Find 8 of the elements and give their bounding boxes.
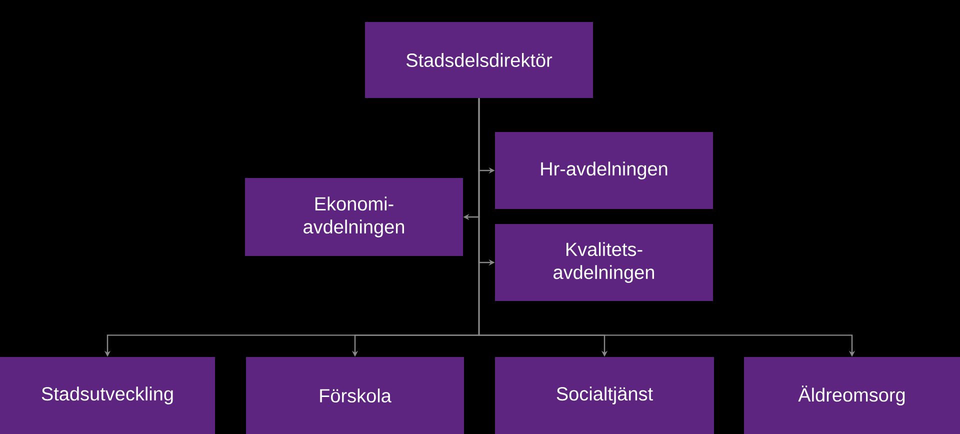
org-box: Kvalitets- avdelningen bbox=[495, 224, 713, 301]
org-box: Stadsdelsdirektör bbox=[365, 22, 593, 98]
org-box: Hr-avdelningen bbox=[495, 132, 713, 209]
org-box: Äldreomsorg bbox=[744, 357, 960, 434]
org-box: Stadsutveckling bbox=[0, 357, 215, 434]
org-box: Förskola bbox=[246, 357, 464, 434]
org-box: Ekonomi- avdelningen bbox=[245, 178, 463, 256]
org-box: Socialtjänst bbox=[495, 357, 714, 434]
